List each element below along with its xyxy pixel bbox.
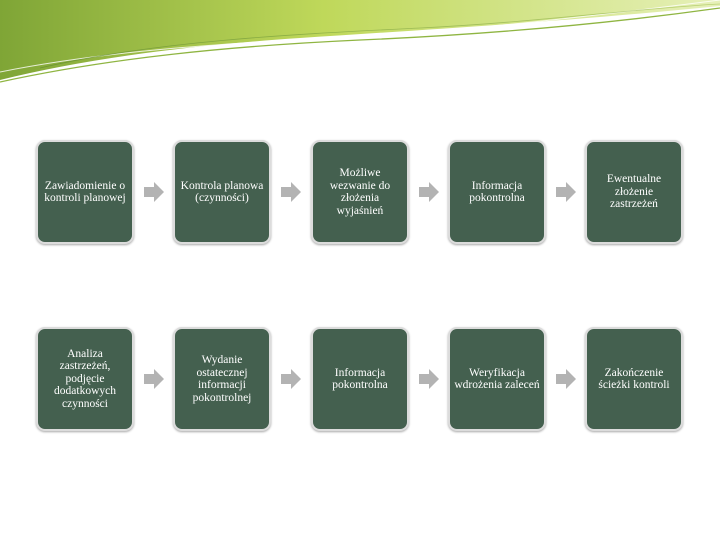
flow-step-label: Możliwe wezwanie do złożenia wyjaśnień	[317, 167, 403, 217]
arrow-right-icon	[418, 368, 440, 390]
flow-step-label: Wydanie ostatecznej informacji pokontrol…	[179, 354, 265, 404]
flow-step-label: Informacja pokontrolna	[317, 367, 403, 392]
arrow-right-icon	[280, 368, 302, 390]
flow-step-r1-c1: Zawiadomienie o kontroli planowej	[36, 140, 134, 244]
arrow-right-icon	[555, 181, 577, 203]
flow-step-label: Analiza zastrzeżeń, podjęcie dodatkowych…	[42, 348, 128, 411]
flow-step-label: Kontrola planowa (czynności)	[179, 180, 265, 205]
flow-step-r2-c4: Weryfikacja wdrożenia zaleceń	[448, 327, 546, 431]
flow-step-r2-c5: Zakończenie ścieżki kontroli	[585, 327, 683, 431]
flow-step-r1-c2: Kontrola planowa (czynności)	[173, 140, 271, 244]
flow-step-r2-c3: Informacja pokontrolna	[311, 327, 409, 431]
flow-step-r2-c1: Analiza zastrzeżeń, podjęcie dodatkowych…	[36, 327, 134, 431]
decorative-header-banner	[0, 0, 720, 90]
flow-step-label: Informacja pokontrolna	[454, 180, 540, 205]
arrow-right-icon	[143, 181, 165, 203]
flow-step-r1-c5: Ewentualne złożenie zastrzeżeń	[585, 140, 683, 244]
flow-step-r1-c3: Możliwe wezwanie do złożenia wyjaśnień	[311, 140, 409, 244]
flow-step-r2-c2: Wydanie ostatecznej informacji pokontrol…	[173, 327, 271, 431]
flow-step-label: Ewentualne złożenie zastrzeżeń	[591, 173, 677, 211]
arrow-right-icon	[555, 368, 577, 390]
flow-step-label: Zakończenie ścieżki kontroli	[591, 367, 677, 392]
arrow-right-icon	[418, 181, 440, 203]
flow-step-label: Weryfikacja wdrożenia zaleceń	[454, 367, 540, 392]
arrow-right-icon	[143, 368, 165, 390]
flow-step-label: Zawiadomienie o kontroli planowej	[42, 180, 128, 205]
flow-step-r1-c4: Informacja pokontrolna	[448, 140, 546, 244]
arrow-right-icon	[280, 181, 302, 203]
